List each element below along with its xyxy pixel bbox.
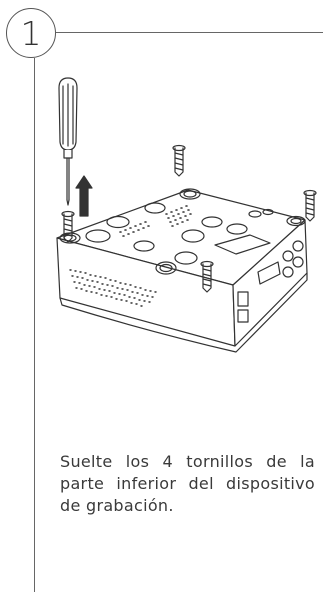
step-side-line [34,58,35,592]
screw-icon [61,210,75,243]
step-header-line [56,32,323,33]
step-number: 1 [20,13,42,53]
recorder-device [56,188,308,353]
screwdriver-icon [58,77,78,206]
screw-icon [303,189,317,222]
step-number-badge: 1 [6,8,56,58]
instruction-text: Suelte los 4 tornillos de la parte infer… [60,452,315,515]
screw-icon [172,144,186,177]
recorder-screws-illustration [56,77,317,353]
up-arrow-icon [75,175,93,217]
screw-icon [200,260,214,293]
